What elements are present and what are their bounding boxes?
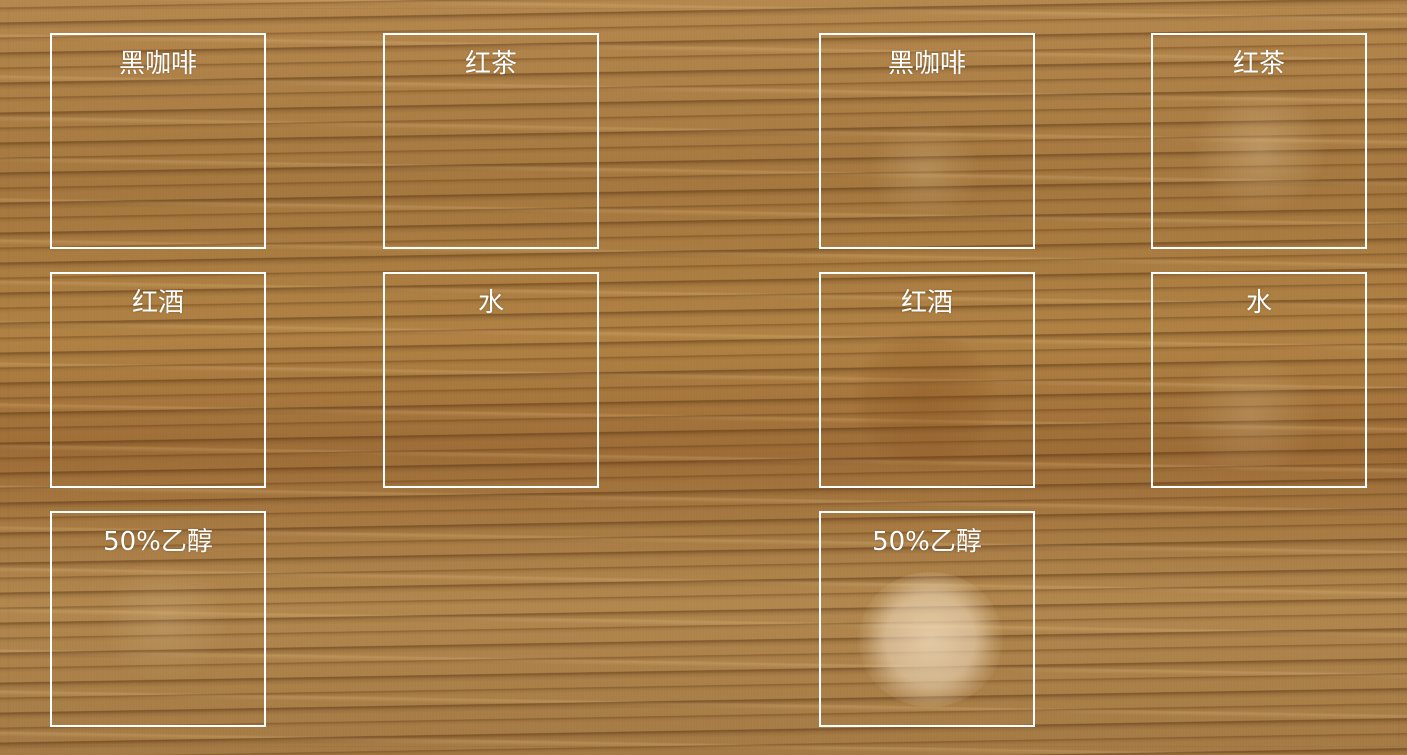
left-sample-box-ethanol: 50%乙醇: [50, 511, 266, 727]
right-sample-box-tea: 红茶: [1151, 33, 1367, 249]
sample-label: 水: [1245, 288, 1272, 318]
left-sample-box-wine: 红酒: [50, 272, 266, 488]
sample-label: 50%乙醇: [103, 527, 213, 557]
sample-label: 红酒: [900, 288, 953, 318]
stain-ethanol: [858, 572, 1003, 707]
left-sample-box-tea: 红茶: [383, 33, 599, 249]
sample-label: 水: [477, 288, 504, 318]
stain-water: [1170, 360, 1330, 470]
left-sample-box-water: 水: [383, 272, 599, 488]
stain-wine: [850, 330, 1000, 470]
stain-coffee: [865, 120, 985, 220]
sample-label: 黑咖啡: [118, 49, 197, 79]
right-sample-box-ethanol: 50%乙醇: [819, 511, 1035, 727]
sample-label: 50%乙醇: [872, 527, 982, 557]
sample-label: 黑咖啡: [887, 49, 966, 79]
right-sample-box-wine: 红酒: [819, 272, 1035, 488]
stain-ethanol-left: [95, 560, 235, 680]
sample-label: 红茶: [1232, 49, 1285, 79]
sample-label: 红酒: [131, 288, 184, 318]
sample-label: 红茶: [464, 49, 517, 79]
left-sample-box-coffee: 黑咖啡: [50, 33, 266, 249]
right-sample-box-water: 水: [1151, 272, 1367, 488]
right-sample-box-coffee: 黑咖啡: [819, 33, 1035, 249]
stain-tea: [1190, 85, 1330, 215]
